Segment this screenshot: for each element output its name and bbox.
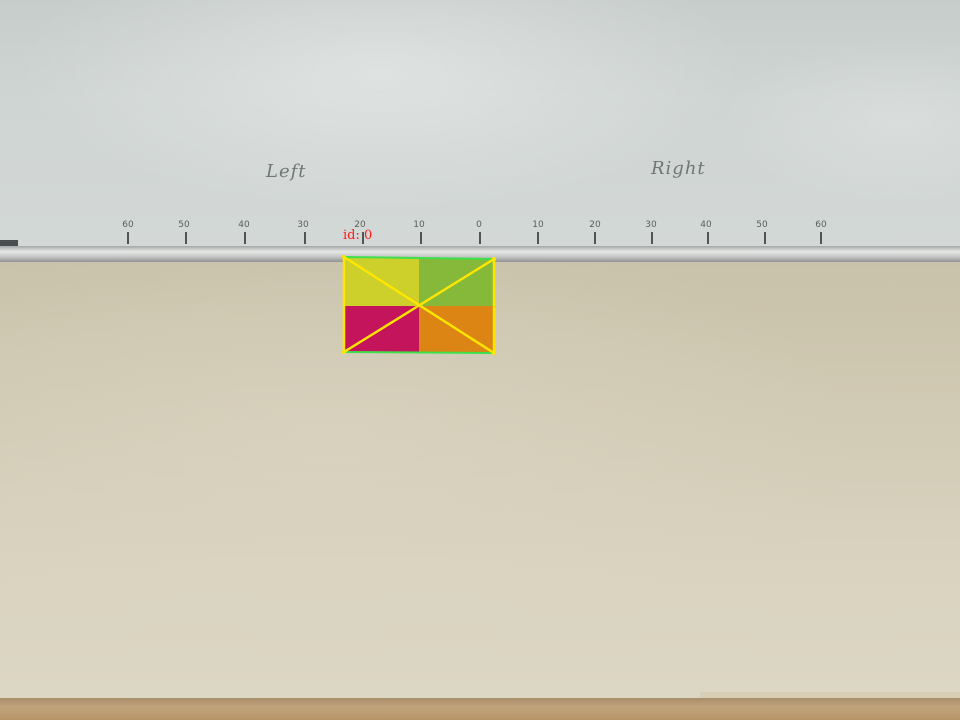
ruler-scale: 60 50 40 30 20 10 0 10 20 30 40 50 60 bbox=[0, 0, 960, 250]
ruler-tick bbox=[362, 232, 364, 244]
ruler-tick-label: 20 bbox=[354, 220, 366, 230]
ruler-tick bbox=[185, 232, 187, 244]
ruler-tick-label: 30 bbox=[645, 220, 657, 230]
detection-corner bbox=[342, 255, 346, 259]
ruler-tick-label: 40 bbox=[238, 220, 250, 230]
ruler-tick bbox=[820, 232, 822, 244]
ruler-tick-label: 30 bbox=[297, 220, 309, 230]
ruler-tick-label: 10 bbox=[532, 220, 544, 230]
right-handwritten-label: Right bbox=[651, 158, 706, 179]
detection-diagonal bbox=[343, 257, 495, 354]
ruler-tick bbox=[420, 232, 422, 244]
ruler-tick-label: 60 bbox=[815, 220, 827, 230]
ruler-tick bbox=[764, 232, 766, 244]
ruler-tick bbox=[594, 232, 596, 244]
ruler-tick-label: 0 bbox=[476, 220, 482, 230]
ruler-tick bbox=[537, 232, 539, 244]
ruler-tick-label: 40 bbox=[700, 220, 712, 230]
ruler-tick-label: 50 bbox=[178, 220, 190, 230]
ruler-tick bbox=[707, 232, 709, 244]
ruler-tick bbox=[127, 232, 129, 244]
left-handwritten-label: Left bbox=[266, 161, 307, 182]
floor-trim-highlight bbox=[700, 692, 960, 700]
ruler-tick-label: 10 bbox=[413, 220, 425, 230]
ruler-tick bbox=[304, 232, 306, 244]
ruler-tick bbox=[651, 232, 653, 244]
floor-trim bbox=[0, 698, 960, 720]
whiteboard bbox=[0, 0, 960, 250]
marker-tray bbox=[0, 246, 960, 262]
detection-corner bbox=[342, 350, 346, 354]
ruler-tick bbox=[479, 232, 481, 244]
detection-id-label: id: 0 bbox=[343, 228, 373, 243]
detection-corner bbox=[492, 351, 496, 355]
ruler-tick-label: 60 bbox=[122, 220, 134, 230]
ruler-tick-label: 50 bbox=[756, 220, 768, 230]
detection-corner bbox=[492, 257, 496, 261]
ruler-tick-label: 20 bbox=[589, 220, 601, 230]
ruler-tick bbox=[244, 232, 246, 244]
